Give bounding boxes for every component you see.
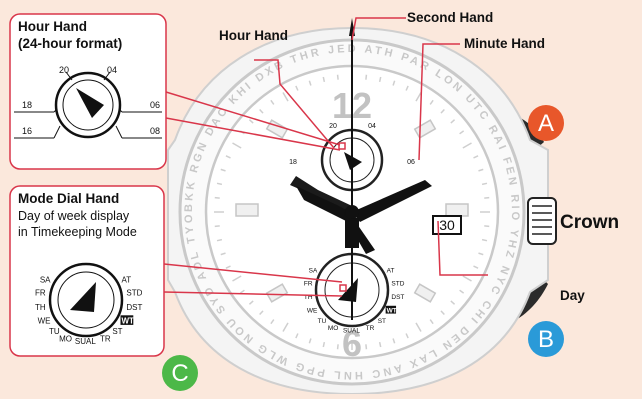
right-mode-label: TR [100, 334, 111, 343]
button-a[interactable]: A [528, 105, 564, 141]
left-mode-label: SA [309, 267, 318, 274]
left-mode-label: WE [38, 316, 51, 325]
svg-text:in Timekeeping Mode: in Timekeeping Mode [18, 225, 137, 239]
right-mode-label: DST [391, 294, 404, 301]
button-c[interactable]: C [162, 355, 198, 391]
crown[interactable] [528, 198, 556, 244]
inset-hour-hand: Hour Hand (24-hour format) 20 04 18 06 1… [10, 14, 166, 169]
minute-tick [482, 240, 487, 241]
svg-text:06: 06 [150, 100, 160, 110]
svg-text:Hour Hand: Hour Hand [18, 19, 87, 34]
svg-text:06: 06 [407, 159, 415, 166]
left-mode-label: TU [318, 318, 327, 325]
svg-text:20: 20 [59, 65, 69, 75]
left-mode-label: SU [343, 327, 352, 334]
svg-text:04: 04 [107, 65, 117, 75]
label-hour-hand: Hour Hand [219, 28, 288, 43]
label-crown: Crown [560, 212, 619, 233]
svg-text:30: 30 [439, 217, 455, 233]
minute-tick [323, 342, 324, 347]
minute-tick [484, 226, 489, 227]
left-mode-label: FR [304, 280, 313, 287]
svg-text:08: 08 [150, 126, 160, 136]
right-mode-label: TR [366, 325, 375, 332]
right-mode-label: WT [122, 316, 135, 325]
right-mode-label: DST [126, 303, 142, 312]
minute-tick [338, 344, 339, 349]
minute-tick [323, 77, 324, 82]
minute-tick [217, 183, 222, 184]
minute-tick [482, 183, 487, 184]
svg-text:16: 16 [22, 126, 32, 136]
left-mode-label: TH [35, 303, 46, 312]
right-mode-label: ST [378, 318, 386, 325]
svg-text:B: B [538, 326, 554, 353]
right-mode-label: AT [122, 275, 132, 284]
right-mode-label: AL [86, 337, 96, 346]
minute-tick [338, 75, 339, 80]
right-mode-label: ST [112, 327, 122, 336]
button-b[interactable]: B [528, 321, 564, 357]
label-minute-hand: Minute Hand [464, 36, 545, 51]
minute-tick [217, 240, 222, 241]
minute-tick [380, 342, 381, 347]
left-mode-label: SU [75, 337, 86, 346]
minute-tick [366, 75, 367, 80]
day-window: 30 [433, 216, 461, 234]
svg-text:Day of week display: Day of week display [18, 209, 130, 223]
left-mode-label: SA [40, 275, 51, 284]
minute-tick [366, 344, 367, 349]
svg-text:18: 18 [289, 159, 297, 166]
right-mode-label: AT [387, 267, 395, 274]
left-mode-label: WE [307, 307, 318, 314]
svg-text:04: 04 [368, 123, 376, 130]
svg-text:C: C [171, 360, 188, 387]
right-mode-label: STD [391, 280, 404, 287]
left-mode-label: MO [328, 325, 338, 332]
left-mode-label: FR [35, 289, 46, 298]
svg-text:Mode Dial Hand: Mode Dial Hand [18, 191, 119, 206]
svg-text:18: 18 [22, 100, 32, 110]
right-mode-label: AL [352, 327, 360, 334]
label-second-hand: Second Hand [407, 10, 493, 25]
inset-mode-dial: Mode Dial Hand Day of week display in Ti… [10, 186, 164, 356]
minute-tick [484, 198, 489, 199]
svg-text:(24-hour format): (24-hour format) [18, 36, 122, 51]
minute-tick [215, 198, 220, 199]
left-mode-label: MO [59, 334, 72, 343]
right-mode-label: WT [387, 307, 397, 314]
svg-text:20: 20 [329, 123, 337, 130]
right-mode-label: STD [126, 289, 142, 298]
minute-tick [380, 77, 381, 82]
label-day: Day [560, 288, 585, 303]
minute-tick [215, 226, 220, 227]
svg-text:A: A [538, 110, 554, 137]
